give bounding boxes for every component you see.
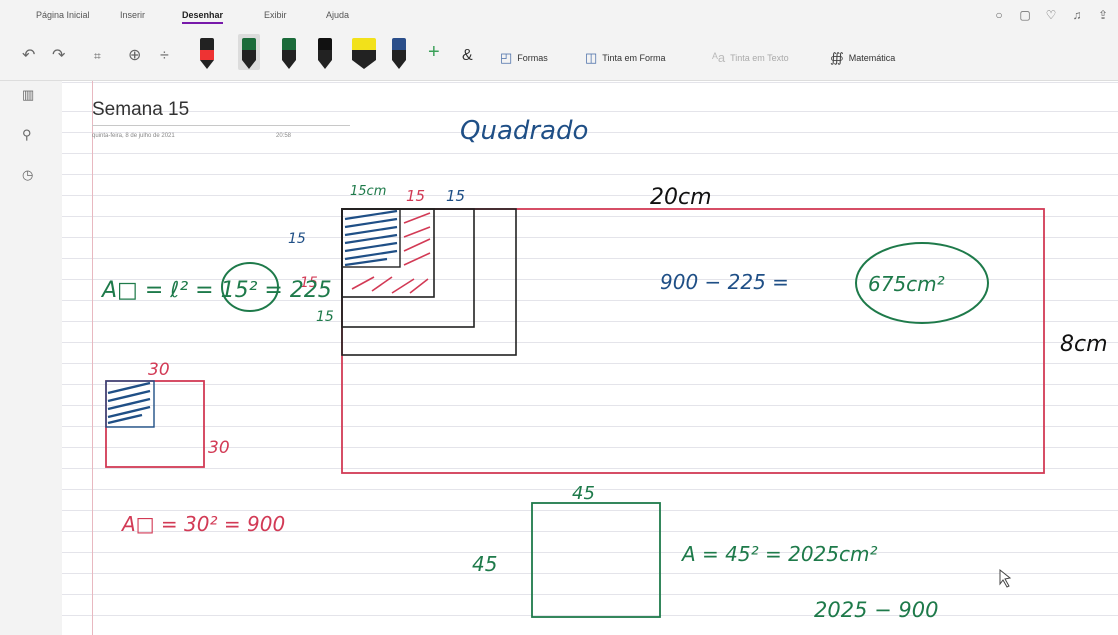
left-rail: ▥ ⚲ ◷ — [0, 81, 62, 635]
redo-icon[interactable]: ↷ — [52, 47, 66, 64]
tab-desenhar[interactable]: Desenhar — [182, 10, 224, 24]
pen-black[interactable] — [200, 38, 214, 69]
page-title[interactable]: Semana 15 — [92, 99, 190, 120]
add-pen-icon[interactable]: + — [428, 41, 440, 63]
tab-exibir[interactable]: Exibir — [264, 10, 287, 20]
search-icon[interactable]: ⚲ — [22, 127, 32, 142]
tinta-em-texto-label: Tinta em Texto — [730, 52, 789, 63]
label-45-top: 45 — [572, 483, 595, 504]
matematica-label: Matemática — [848, 53, 896, 63]
insert-space-icon[interactable]: ÷ — [160, 47, 169, 64]
math-icon: ∰ — [830, 50, 844, 65]
label-15-top-red: 15 — [406, 187, 425, 205]
square-15-inside-30 — [105, 380, 155, 428]
mouse-pointer-icon — [999, 568, 1012, 588]
ink-replay-icon[interactable]: & — [462, 47, 473, 64]
pen-black-2[interactable] — [318, 38, 332, 69]
share-icon[interactable]: ⇪ — [1097, 8, 1109, 22]
red-hatching — [351, 212, 431, 294]
square-30-nested — [341, 208, 475, 328]
label-15-left-3: 15 — [316, 309, 334, 325]
note-page[interactable]: Semana 15 quinta-feira, 8 de julho de 20… — [62, 81, 1118, 635]
bell-icon[interactable]: ♫ — [1072, 8, 1082, 22]
pen-green-selected[interactable] — [238, 34, 260, 70]
page-time: 20:58 — [276, 133, 292, 139]
page-margin-line — [92, 81, 93, 635]
formas-label: Formas — [517, 53, 548, 63]
label-15-left-2: 15 — [300, 275, 318, 291]
ribbon-tabs: Página Inicial Inserir Desenhar Exibir A… — [0, 0, 1118, 30]
label-45-left: 45 — [472, 552, 497, 576]
formula-area-15: A□ = ℓ² = 15² = 225 — [100, 278, 332, 303]
label-15-top-blue: 15 — [446, 187, 465, 205]
recent-icon[interactable]: ◷ — [22, 167, 34, 182]
undo-icon[interactable]: ↶ — [22, 47, 36, 64]
notebooks-icon[interactable]: ▥ — [22, 87, 35, 102]
big-rectangle — [341, 208, 1045, 474]
formas-button[interactable]: ◰ Formas — [500, 50, 548, 66]
label-8cm: 8cm — [1060, 332, 1108, 357]
formula-area-45: A = 45² = 2025cm² — [680, 542, 878, 566]
result-675cm2: 675cm² — [868, 272, 945, 296]
ink-canvas: Quadrado 20cm 8cm — [100, 116, 1108, 622]
page-date: quinta-feira, 8 de julho de 2021 — [92, 133, 175, 139]
draw-toolbar: ↶ ↷ ⌗ ⊕ ÷ + & ◰ Formas ◫ Tinta em — [0, 30, 1118, 81]
tinta-em-forma-label: Tinta em Forma — [602, 53, 666, 63]
circle-675 — [855, 242, 989, 324]
ink-to-shape-icon: ◫ — [585, 50, 598, 65]
blue-hatching — [344, 209, 398, 267]
label-15cm-top: 15cm — [350, 184, 386, 199]
label-15-left-1: 15 — [288, 231, 306, 247]
title-underline — [92, 125, 350, 126]
square-45-drawing — [531, 502, 661, 618]
matematica-button[interactable]: ∰ Matemática — [830, 50, 895, 66]
shapes-icon: ◰ — [500, 50, 513, 65]
tab-inserir[interactable]: Inserir — [120, 10, 146, 20]
lightbulb-icon[interactable]: ♡ — [1045, 8, 1057, 22]
square-30-drawing — [105, 380, 205, 468]
add-space-icon[interactable]: ⊕ — [128, 47, 142, 64]
tinta-em-texto-button[interactable]: ᴬa Tinta em Texto — [712, 50, 789, 65]
tab-ajuda[interactable]: Ajuda — [326, 10, 350, 20]
subtraction-2025-900: 2025 − 900 — [814, 598, 938, 622]
pen-blue[interactable] — [392, 38, 406, 69]
highlighter-yellow[interactable] — [352, 38, 376, 69]
heading-quadrado: Quadrado — [460, 116, 588, 146]
subtraction-900-225: 900 − 225 = — [660, 270, 789, 294]
label-20cm: 20cm — [650, 185, 712, 210]
label-30-side: 30 — [208, 438, 230, 458]
formula-area-30: A□ = 30² = 900 — [120, 512, 285, 536]
ink-to-text-icon: ᴬa — [712, 50, 726, 65]
blue-hatching-small — [107, 381, 151, 425]
square-inner — [341, 208, 401, 268]
pen-dark-green[interactable] — [282, 38, 296, 69]
label-30-top: 30 — [148, 360, 170, 380]
tinta-em-forma-button[interactable]: ◫ Tinta em Forma — [585, 50, 665, 66]
ribbon-right-icons: ○ ▢ ♡ ♫ ⇪ — [992, 8, 1110, 22]
tab-pagina-inicial[interactable]: Página Inicial — [36, 10, 90, 20]
circle-225 — [221, 262, 279, 312]
lasso-select-icon[interactable]: ⌗ — [94, 49, 101, 63]
immersive-reader-icon[interactable]: ▢ — [1019, 8, 1031, 22]
sync-icon[interactable]: ○ — [995, 8, 1003, 22]
